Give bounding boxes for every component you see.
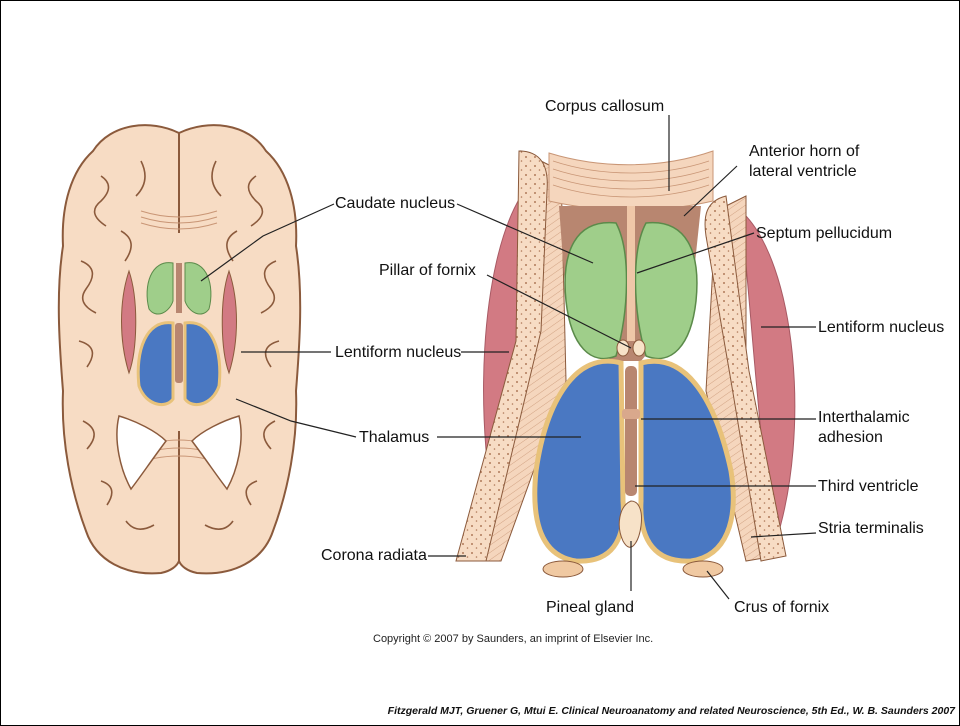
copyright-notice: Copyright © 2007 by Saunders, an imprint… [373,633,653,645]
label-interthalamic-1: Interthalamic [818,409,910,426]
enlarged-dissection [456,151,795,577]
label-corona-radiata: Corona radiata [321,547,427,564]
fornix-pillar-right [633,340,645,356]
label-septum-pellucidum: Septum pellucidum [756,225,892,242]
label-crus-of-fornix: Crus of fornix [734,599,829,616]
label-interthalamic-2: adhesion [818,429,883,446]
citation-footer: Fitzgerald MJT, Gruener G, Mtui E. Clini… [388,705,955,717]
label-anterior-horn-1: Anterior horn of [749,143,860,160]
third-ventricle-small [175,323,183,383]
axial-brain-section [59,125,300,573]
left-caudate [565,223,626,359]
septum-small [176,263,182,313]
label-caudate-nucleus: Caudate nucleus [335,195,455,212]
interthalamic-adhesion [622,409,640,419]
label-lentiform-right: Lentiform nucleus [818,319,944,336]
crus-fornix-right [683,561,723,577]
label-anterior-horn-2: lateral ventricle [749,163,857,180]
label-stria-terminalis: Stria terminalis [818,520,924,537]
label-pineal-gland: Pineal gland [546,599,634,616]
septum-pellucidum [627,206,635,341]
label-lentiform-left: Lentiform nucleus [335,344,461,361]
right-caudate [635,223,696,359]
label-thalamus: Thalamus [359,429,429,446]
label-third-ventricle: Third ventricle [818,478,919,495]
pineal-gland [619,501,641,547]
label-pillar-of-fornix: Pillar of fornix [379,262,476,279]
label-corpus-callosum: Corpus callosum [545,98,664,115]
crus-fornix-left [543,561,583,577]
third-ventricle [625,366,637,496]
corpus-callosum [549,151,713,210]
leader-crus [707,571,729,599]
